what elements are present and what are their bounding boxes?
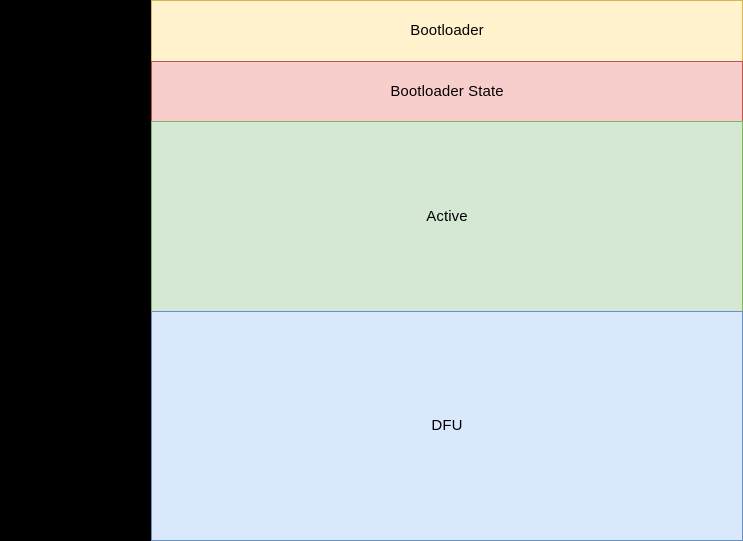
memory-region-dfu-label: DFU [431,417,463,434]
memory-region-stack: Bootloader Bootloader State Active DFU [151,0,743,541]
memory-region-active-label: Active [426,207,468,225]
memory-region-bootloader-state-label: Bootloader State [390,82,504,100]
memory-region-active[interactable]: Active [151,121,743,312]
memory-region-bootloader-state[interactable]: Bootloader State [151,61,743,122]
memory-region-dfu[interactable]: DFU [151,311,743,541]
memory-region-bootloader[interactable]: Bootloader [151,0,743,62]
memory-region-bootloader-label: Bootloader [410,22,484,39]
diagram-left-gutter [0,0,151,541]
